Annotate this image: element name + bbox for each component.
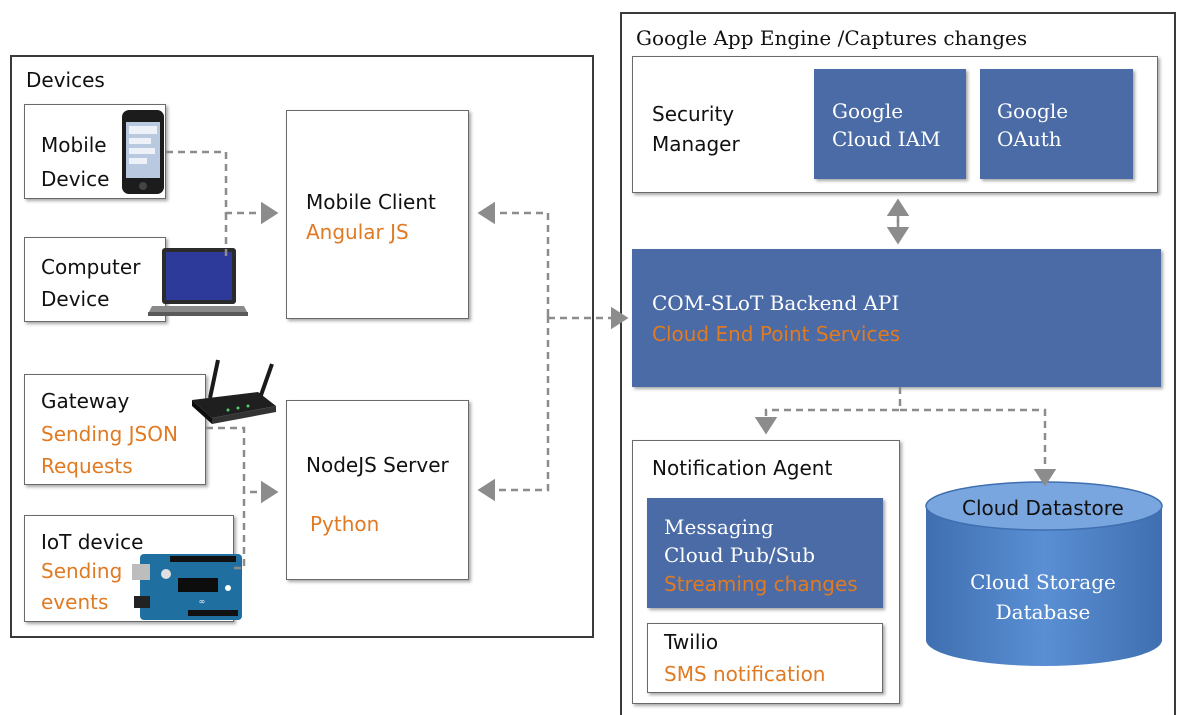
twilio-description: SMS notification bbox=[664, 662, 826, 686]
computer-device-label: Computer Device bbox=[41, 255, 141, 311]
arduino-board-icon: ∞ bbox=[132, 552, 244, 622]
oauth-label: Google OAuth bbox=[997, 99, 1069, 151]
arrow-backend-to-datastore bbox=[900, 408, 1057, 487]
twilio-box bbox=[647, 623, 883, 693]
laptop-icon bbox=[148, 246, 248, 318]
arrow-gateway-to-server bbox=[206, 426, 279, 504]
messaging-description: Streaming changes bbox=[664, 572, 858, 596]
gateway-label: Gateway bbox=[41, 389, 130, 413]
cloud-datastore-cylinder bbox=[922, 480, 1166, 670]
line-iot-link bbox=[234, 492, 246, 570]
smartphone-icon bbox=[121, 109, 165, 195]
backend-api-label: COM-SLoT Backend API bbox=[652, 291, 900, 315]
gateway-description: Sending JSON Requests bbox=[41, 422, 178, 478]
mobile-client-tech: Angular JS bbox=[306, 220, 409, 244]
messaging-block bbox=[647, 498, 883, 608]
mobile-client-box bbox=[286, 110, 469, 319]
app-engine-title: Google App Engine /Captures changes bbox=[636, 26, 1028, 50]
nodejs-server-box bbox=[286, 400, 469, 580]
nodejs-server-label: NodeJS Server bbox=[306, 453, 449, 477]
oauth-block bbox=[980, 69, 1133, 179]
router-icon bbox=[188, 358, 278, 428]
mobile-device-label: Mobile Device bbox=[41, 133, 110, 191]
cloud-datastore-title: Cloud Datastore bbox=[962, 496, 1124, 520]
nodejs-server-tech: Python bbox=[310, 512, 380, 536]
messaging-label: Messaging Cloud Pub/Sub bbox=[664, 515, 816, 567]
arrow-to-nodejs-server bbox=[477, 316, 550, 502]
backend-api-block bbox=[632, 249, 1161, 387]
arrow-backend-to-notification bbox=[754, 387, 902, 435]
twilio-label: Twilio bbox=[664, 630, 719, 654]
mobile-client-label: Mobile Client bbox=[306, 190, 436, 214]
arrow-to-mobile-client bbox=[477, 201, 550, 316]
cloud-storage-label: Cloud Storage Database bbox=[970, 570, 1116, 624]
gateway-box bbox=[24, 374, 206, 485]
devices-title: Devices bbox=[26, 68, 105, 92]
cloud-iam-block bbox=[814, 69, 966, 179]
security-manager-label: Security Manager bbox=[652, 102, 740, 156]
svg-text:∞: ∞ bbox=[199, 597, 206, 606]
iot-device-description: Sending events bbox=[41, 559, 123, 614]
cloud-iam-label: Google Cloud IAM bbox=[832, 99, 941, 151]
arrow-mobile-to-client bbox=[166, 150, 279, 225]
iot-device-label: IoT device bbox=[41, 530, 144, 554]
backend-api-description: Cloud End Point Services bbox=[652, 322, 901, 346]
notification-agent-title: Notification Agent bbox=[652, 456, 833, 480]
